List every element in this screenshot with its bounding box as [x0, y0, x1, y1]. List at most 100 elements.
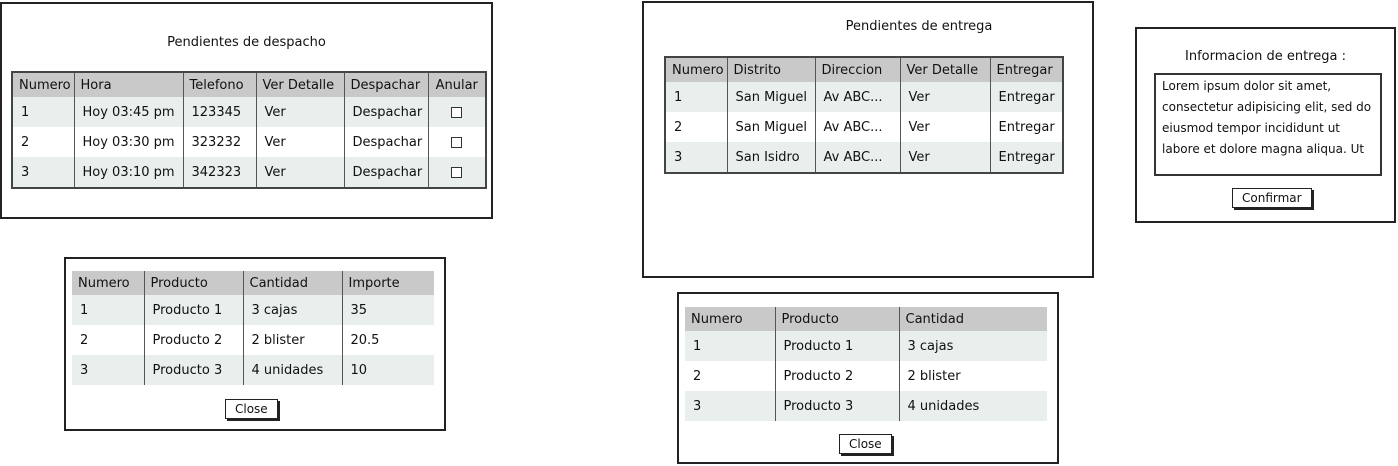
- despacho-title: Pendientes de despacho: [167, 35, 326, 50]
- row-number: 2: [693, 368, 702, 384]
- detalle-entrega-panel: Numero Producto Cantidad 1 Producto 1 3 …: [677, 292, 1059, 464]
- column-header: Numero: [665, 57, 727, 82]
- ver-detalle-link[interactable]: Ver: [899, 142, 990, 173]
- entrega-table: Numero Distrito Direccion Ver Detalle En…: [664, 56, 1064, 174]
- table-row: 3 Hoy 03:10 pm 342323 Ver Despachar: [12, 157, 486, 188]
- row-distrito: San Miguel: [726, 82, 815, 112]
- row-hora: Hoy 03:10 pm: [73, 157, 183, 188]
- row-number: 2: [674, 119, 683, 135]
- table-row: 2 Producto 2 2 blister 20.5: [72, 325, 434, 355]
- ver-detalle-link[interactable]: Ver: [255, 127, 344, 157]
- column-header: Producto: [774, 307, 899, 331]
- row-number: 2: [80, 332, 89, 348]
- table-header-row: Numero Producto Cantidad Importe: [72, 271, 434, 295]
- entrega-panel: Pendientes de entrega Numero Distrito Di…: [642, 1, 1094, 278]
- row-number: 1: [72, 295, 144, 325]
- row-producto: Producto 1: [774, 331, 899, 361]
- row-cantidad: 2 blister: [898, 361, 1047, 391]
- detalle-despacho-panel: Numero Producto Cantidad Importe 1 Produ…: [64, 257, 446, 431]
- row-producto: Producto 2: [774, 361, 899, 391]
- row-cantidad: 4 unidades: [898, 391, 1047, 421]
- row-number: 1: [665, 82, 727, 112]
- anular-cell: [427, 97, 486, 127]
- row-producto: Producto 3: [774, 391, 899, 421]
- info-entrega-panel: Informacion de entrega : Lorem ipsum dol…: [1135, 27, 1396, 223]
- column-header: Numero: [12, 72, 74, 97]
- despacho-table: Numero Hora Telefono Ver Detalle Despach…: [11, 71, 487, 189]
- row-cantidad: 2 blister: [242, 325, 342, 355]
- table-row: 1 San Miguel Av ABC... Ver Entregar: [665, 82, 1063, 112]
- close-button[interactable]: Close: [225, 399, 278, 419]
- row-hora: Hoy 03:30 pm: [73, 127, 183, 157]
- column-header: Entregar: [989, 57, 1063, 82]
- info-entrega-title: Informacion de entrega :: [1185, 49, 1346, 64]
- entregar-link[interactable]: Entregar: [989, 142, 1063, 173]
- row-cantidad: 4 unidades: [242, 355, 342, 385]
- table-row: 3 Producto 3 4 unidades: [685, 391, 1047, 421]
- despachar-link[interactable]: Despachar: [343, 127, 428, 157]
- column-header: Importe: [341, 271, 434, 295]
- row-producto: Producto 3: [143, 355, 243, 385]
- column-header: Distrito: [726, 57, 815, 82]
- column-header: Cantidad: [898, 307, 1047, 331]
- table-row: 2 Hoy 03:30 pm 323232 Ver Despachar: [12, 127, 486, 157]
- ver-detalle-link[interactable]: Ver: [255, 97, 344, 127]
- table-row: 1 Hoy 03:45 pm 123345 Ver Despachar: [12, 97, 486, 127]
- row-number: 3: [12, 157, 74, 188]
- despachar-link[interactable]: Despachar: [343, 97, 428, 127]
- anular-checkbox[interactable]: [451, 106, 463, 118]
- column-header: Telefono: [182, 72, 256, 97]
- confirm-button[interactable]: Confirmar: [1232, 188, 1312, 208]
- row-direccion: Av ABC...: [814, 112, 900, 142]
- column-header: Direccion: [814, 57, 900, 82]
- row-cantidad: 3 cajas: [242, 295, 342, 325]
- info-entrega-textarea[interactable]: Lorem ipsum dolor sit amet, consectetur …: [1154, 73, 1382, 176]
- column-header: Anular: [427, 72, 486, 97]
- ver-detalle-link[interactable]: Ver: [899, 82, 990, 112]
- anular-checkbox[interactable]: [451, 166, 463, 178]
- ver-detalle-link[interactable]: Ver: [255, 157, 344, 188]
- row-telefono: 123345: [182, 97, 256, 127]
- entregar-link[interactable]: Entregar: [989, 112, 1063, 142]
- table-header-row: Numero Producto Cantidad: [685, 307, 1047, 331]
- row-number: 3: [72, 355, 144, 385]
- row-direccion: Av ABC...: [814, 142, 900, 173]
- despacho-panel: Pendientes de despacho Numero Hora Telef…: [0, 2, 493, 219]
- row-telefono: 342323: [182, 157, 256, 188]
- column-header: Cantidad: [242, 271, 342, 295]
- row-telefono: 323232: [182, 127, 256, 157]
- row-number: 2: [21, 134, 30, 150]
- row-importe: 35: [341, 295, 434, 325]
- row-cantidad: 3 cajas: [898, 331, 1047, 361]
- anular-checkbox[interactable]: [451, 136, 463, 148]
- table-row: 1 Producto 1 3 cajas 35: [72, 295, 434, 325]
- table-row: 2 San Miguel Av ABC... Ver Entregar: [665, 112, 1063, 142]
- column-header: Producto: [143, 271, 243, 295]
- row-producto: Producto 1: [143, 295, 243, 325]
- row-importe: 10: [341, 355, 434, 385]
- entregar-link[interactable]: Entregar: [989, 82, 1063, 112]
- table-row: 1 Producto 1 3 cajas: [685, 331, 1047, 361]
- column-header: Hora: [73, 72, 183, 97]
- despachar-link[interactable]: Despachar: [343, 157, 428, 188]
- table-header-row: Numero Hora Telefono Ver Detalle Despach…: [12, 72, 486, 97]
- row-number: 3: [665, 142, 727, 173]
- detalle-despacho-table: Numero Producto Cantidad Importe 1 Produ…: [72, 271, 434, 385]
- entrega-title: Pendientes de entrega: [845, 19, 993, 34]
- column-header: Ver Detalle: [899, 57, 990, 82]
- row-importe: 20.5: [341, 325, 434, 355]
- column-header: Numero: [72, 271, 144, 295]
- anular-cell: [427, 127, 486, 157]
- ver-detalle-link[interactable]: Ver: [899, 112, 990, 142]
- column-header: Numero: [685, 307, 775, 331]
- row-producto: Producto 2: [143, 325, 243, 355]
- row-direccion: Av ABC...: [814, 82, 900, 112]
- detalle-entrega-table: Numero Producto Cantidad 1 Producto 1 3 …: [685, 307, 1047, 421]
- column-header: Ver Detalle: [255, 72, 344, 97]
- table-row: 2 Producto 2 2 blister: [685, 361, 1047, 391]
- table-header-row: Numero Distrito Direccion Ver Detalle En…: [665, 57, 1063, 82]
- close-button[interactable]: Close: [839, 434, 892, 454]
- row-number: 3: [685, 391, 775, 421]
- column-header: Despachar: [343, 72, 428, 97]
- row-distrito: San Miguel: [726, 112, 815, 142]
